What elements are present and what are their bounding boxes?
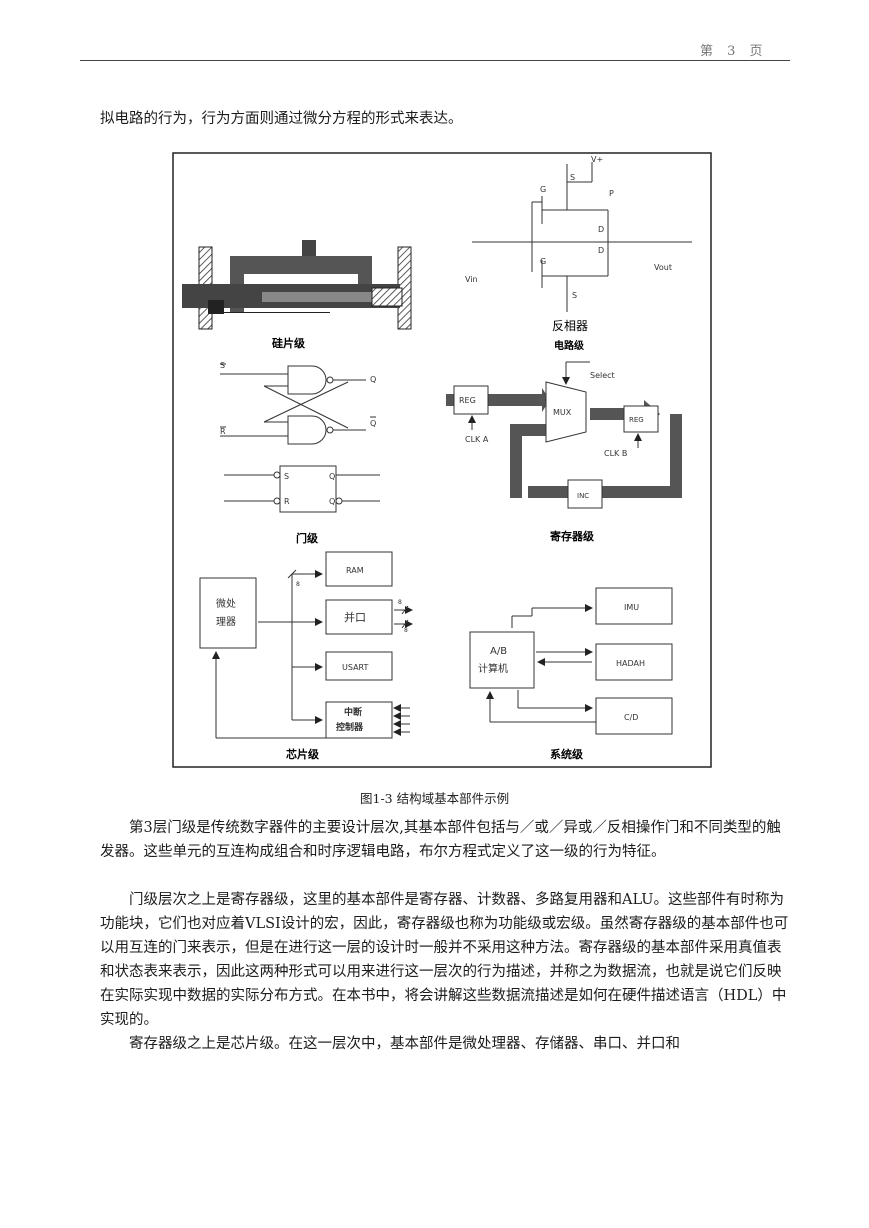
cpu-line2: 理器 bbox=[216, 616, 236, 628]
ab-line1: A/B bbox=[490, 646, 507, 657]
figure-border bbox=[172, 152, 712, 768]
intc-line1: 中断 bbox=[344, 706, 362, 718]
cpu-line1: 微处 bbox=[216, 597, 236, 610]
inverter-title: 反相器 bbox=[552, 319, 588, 333]
gate-q-bar: Q bbox=[370, 419, 376, 428]
gate-q: Q bbox=[370, 375, 376, 384]
silicon-level-label: 硅片级 bbox=[272, 336, 306, 350]
port-width-8b: 8 bbox=[404, 627, 408, 634]
inverter-circuit-panel bbox=[472, 162, 692, 312]
ff-r: R bbox=[284, 497, 290, 506]
inv-vout: Vout bbox=[654, 263, 672, 272]
inv-g-bot: G bbox=[540, 257, 546, 266]
register-level-panel bbox=[446, 361, 682, 509]
reg2-label: REG bbox=[629, 416, 644, 424]
figure-structural-domain: 硅片级 V+ S P G D D G S Vin Vout 反相器 电路级 bbox=[172, 152, 712, 768]
inv-p: P bbox=[609, 189, 614, 198]
inv-vplus: V+ bbox=[591, 155, 603, 164]
clk-b-label: CLK B bbox=[604, 449, 627, 458]
select-label: Select bbox=[590, 371, 615, 380]
figure-caption: 图1-3 结构域基本部件示例 bbox=[360, 791, 510, 806]
gate-s-bar: S bbox=[220, 361, 225, 370]
inv-d2: D bbox=[598, 246, 604, 255]
bus-width-8: 8 bbox=[296, 581, 300, 588]
ff-s: S bbox=[284, 472, 289, 481]
top-paragraph: 拟电路的行为，行为方面则通过微分方程的形式来表达。 bbox=[100, 111, 463, 127]
parallel-port-label: 并口 bbox=[344, 610, 366, 624]
system-level-panel bbox=[469, 587, 673, 735]
page-header-label: 第 3 页 bbox=[700, 44, 768, 59]
header-rule bbox=[80, 60, 790, 61]
silicon-level-panel: 硅片级 bbox=[182, 240, 412, 350]
inv-d1: D bbox=[598, 225, 604, 234]
ab-line2: 计算机 bbox=[478, 662, 508, 675]
ff-q1: Q bbox=[329, 472, 335, 481]
imu-label: IMU bbox=[624, 603, 639, 612]
clk-a-label: CLK A bbox=[465, 435, 489, 444]
mux-label: MUX bbox=[553, 408, 572, 417]
paragraph-2: 门级层次之上是寄存器级，这里的基本部件是寄存器、计数器、多路复用器和ALU。这些… bbox=[100, 892, 789, 1028]
circuit-level-label: 电路级 bbox=[554, 339, 585, 352]
chip-level-label: 芯片级 bbox=[286, 747, 320, 761]
inc-label: INC bbox=[577, 492, 589, 500]
intc-line2: 控制器 bbox=[336, 721, 364, 733]
port-width-8a: 8 bbox=[398, 599, 402, 606]
cd-label: C/D bbox=[624, 713, 638, 722]
usart-label: USART bbox=[342, 663, 369, 672]
chip-level-panel bbox=[199, 551, 413, 739]
gate-level-label: 门级 bbox=[296, 531, 319, 545]
inv-g-top: G bbox=[540, 185, 546, 194]
hadah-label: HADAH bbox=[616, 659, 645, 668]
gate-r-bar: R bbox=[220, 427, 226, 436]
inv-s-top: S bbox=[570, 173, 575, 182]
inv-s-bot: S bbox=[572, 291, 577, 300]
ram-label: RAM bbox=[346, 566, 364, 575]
paragraph-3: 寄存器级之上是芯片级。在这一层次中，基本部件是微处理器、存储器、串口、并口和 bbox=[129, 1036, 680, 1052]
system-level-label: 系统级 bbox=[550, 747, 584, 761]
ff-q2: Q bbox=[329, 497, 335, 506]
gate-level-panel bbox=[220, 365, 380, 513]
inv-vin: Vin bbox=[465, 275, 478, 284]
register-level-label: 寄存器级 bbox=[550, 529, 595, 543]
reg1-label: REG bbox=[459, 396, 476, 405]
paragraph-1: 第3层门级是传统数字器件的主要设计层次,其基本部件包括与／或／异或／反相操作门和… bbox=[100, 820, 781, 860]
